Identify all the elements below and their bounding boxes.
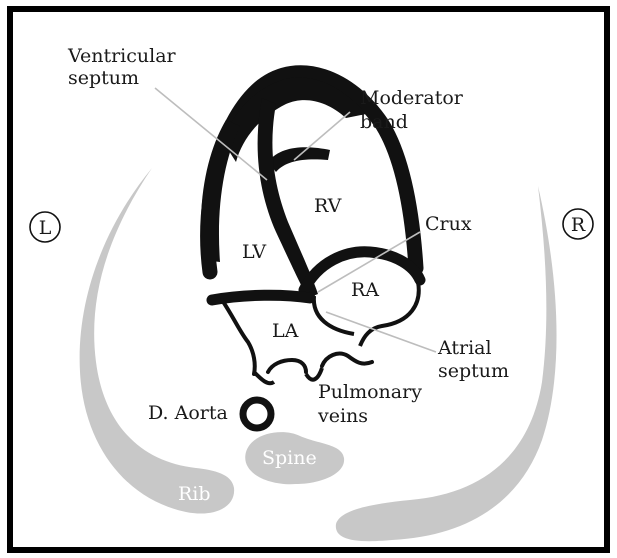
right-marker-label: R bbox=[571, 214, 586, 236]
rv-label: RV bbox=[314, 195, 342, 217]
moderator-band-label-2: band bbox=[360, 111, 408, 133]
lv-label: LV bbox=[242, 241, 266, 263]
crux-label: Crux bbox=[425, 213, 472, 235]
mitral-annulus bbox=[212, 295, 310, 300]
pulmonary-veins-label-2: veins bbox=[317, 405, 368, 427]
d-aorta-label: D. Aorta bbox=[148, 402, 228, 424]
left-marker-label: L bbox=[39, 217, 52, 239]
atrial-septum-label-1: Atrial bbox=[437, 337, 492, 359]
spine-label: Spine bbox=[262, 447, 317, 469]
pulmonary-veins-label-1: Pulmonary bbox=[318, 381, 422, 403]
moderator-band-label-1: Moderator bbox=[360, 87, 464, 109]
left-orientation-marker: L bbox=[30, 212, 60, 242]
ventricular-septum-label-2: septum bbox=[68, 67, 139, 89]
atrial-septum-label-2: septum bbox=[438, 360, 509, 382]
ra-label: RA bbox=[351, 279, 379, 301]
ventricular-septum-label-1: Ventricular bbox=[67, 45, 177, 67]
la-label: LA bbox=[272, 320, 299, 342]
rib-label: Rib bbox=[178, 483, 211, 505]
right-orientation-marker: R bbox=[563, 209, 593, 239]
